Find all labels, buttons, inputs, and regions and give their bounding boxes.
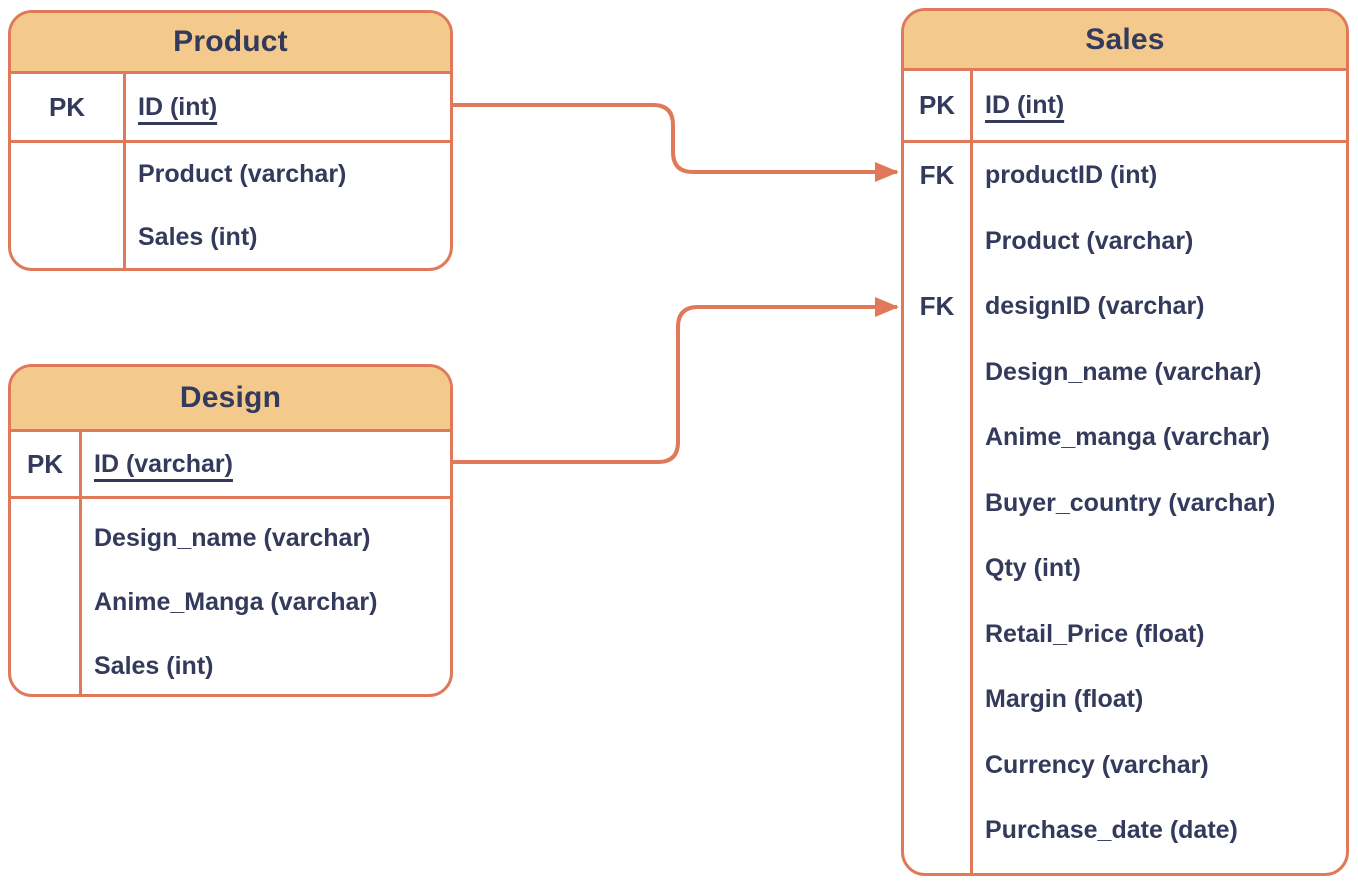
field-label: Buyer_country (varchar) <box>985 488 1276 517</box>
field-label: Sales (int) <box>138 223 258 251</box>
table-row: Currency (varchar) <box>904 733 1346 799</box>
entity-table-product: Product PK ID (int) Product (varchar) Sa… <box>8 10 453 271</box>
field-label: ID (int) <box>985 91 1065 119</box>
field-label: Qty (int) <box>985 554 1081 583</box>
table-row: Purchase_date (date) <box>904 798 1346 864</box>
table-row: Product (varchar) <box>904 209 1346 275</box>
field-label: Design_name (varchar) <box>985 357 1262 386</box>
table-row: Anime_Manga (varchar) <box>11 570 450 634</box>
key-column-divider <box>79 432 82 694</box>
table-row: Retail_Price (float) <box>904 602 1346 668</box>
table-row: FK designID (varchar) <box>904 274 1346 340</box>
key-column-divider <box>123 74 126 268</box>
entity-header: Sales <box>904 11 1346 71</box>
table-row: PK ID (int) <box>904 71 1346 143</box>
pk-label: PK <box>48 91 86 122</box>
pk-label: PK <box>26 448 64 479</box>
field-label: Margin (float) <box>985 685 1144 714</box>
field-label: Design_name (varchar) <box>94 523 371 552</box>
entity-table-sales: Sales PK ID (int) FK productID (int) Pro… <box>901 8 1349 876</box>
fk-label: FK <box>919 160 955 191</box>
entity-header: Design <box>11 367 450 432</box>
field-label: Currency (varchar) <box>985 750 1209 779</box>
fk-label: FK <box>919 291 955 322</box>
table-row: Sales (int) <box>11 634 450 694</box>
field-label: Anime_manga (varchar) <box>985 423 1270 452</box>
table-row: Anime_manga (varchar) <box>904 405 1346 471</box>
pk-label: PK <box>918 90 956 120</box>
table-row: Sales (int) <box>11 206 450 268</box>
entity-table-design: Design PK ID (varchar) Design_name (varc… <box>8 364 453 697</box>
entity-title: Sales <box>1085 22 1165 56</box>
field-label: productID (int) <box>985 161 1158 190</box>
key-column-divider <box>970 71 973 873</box>
table-row: FK productID (int) <box>904 143 1346 209</box>
field-label: Purchase_date (date) <box>985 816 1238 845</box>
field-label: Sales (int) <box>94 651 214 680</box>
table-row: PK ID (varchar) <box>11 432 450 499</box>
table-row: Buyer_country (varchar) <box>904 471 1346 537</box>
field-label: Retail_Price (float) <box>985 619 1205 648</box>
table-row: PK ID (int) <box>11 74 450 143</box>
table-row: Design_name (varchar) <box>11 506 450 570</box>
table-row: Product (varchar) <box>11 143 450 206</box>
table-row: Margin (float) <box>904 667 1346 733</box>
entity-title: Design <box>179 381 282 414</box>
entity-title: Product <box>173 25 288 58</box>
field-label: designID (varchar) <box>985 292 1205 321</box>
field-label: ID (varchar) <box>94 449 233 478</box>
field-label: ID (int) <box>138 92 218 121</box>
table-row: Qty (int) <box>904 536 1346 602</box>
field-label: Anime_Manga (varchar) <box>94 587 378 616</box>
field-label: Product (varchar) <box>138 160 347 188</box>
table-row: Design_name (varchar) <box>904 340 1346 406</box>
relation-line-design-to-sales <box>452 297 899 464</box>
entity-header: Product <box>11 13 450 74</box>
relation-line-product-to-sales <box>452 103 899 182</box>
field-label: Product (varchar) <box>985 226 1194 255</box>
